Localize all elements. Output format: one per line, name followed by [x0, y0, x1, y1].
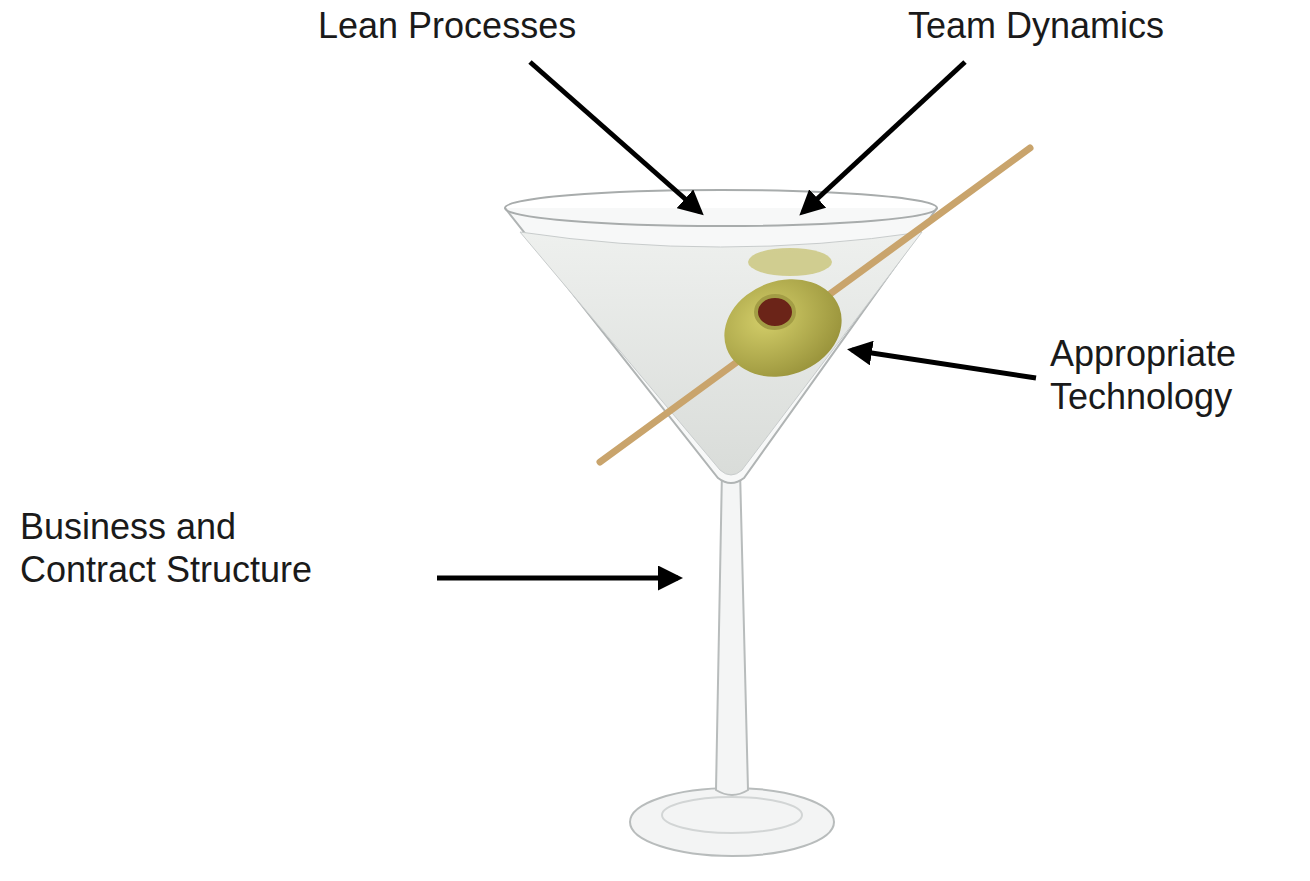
olive: [711, 263, 856, 392]
part-label: Business and Contract Structure: [20, 505, 350, 591]
glass-stem: [716, 470, 748, 795]
leader-arrow: [530, 62, 700, 212]
glass-bowl: [505, 208, 937, 483]
olive-back: [748, 248, 832, 276]
part-label: Appropriate Technology: [1050, 332, 1255, 418]
glass-rim: [505, 190, 937, 226]
glass-base: [630, 788, 834, 856]
glass-base-rim: [662, 797, 802, 833]
part-label: Team Dynamics: [908, 4, 1164, 47]
toothpick: [600, 148, 1030, 462]
olive-pimento: [756, 296, 794, 328]
part-label: Lean Processes: [318, 4, 576, 47]
leader-arrow: [852, 350, 1036, 378]
leader-arrow: [437, 576, 678, 581]
leader-arrow: [803, 62, 965, 212]
